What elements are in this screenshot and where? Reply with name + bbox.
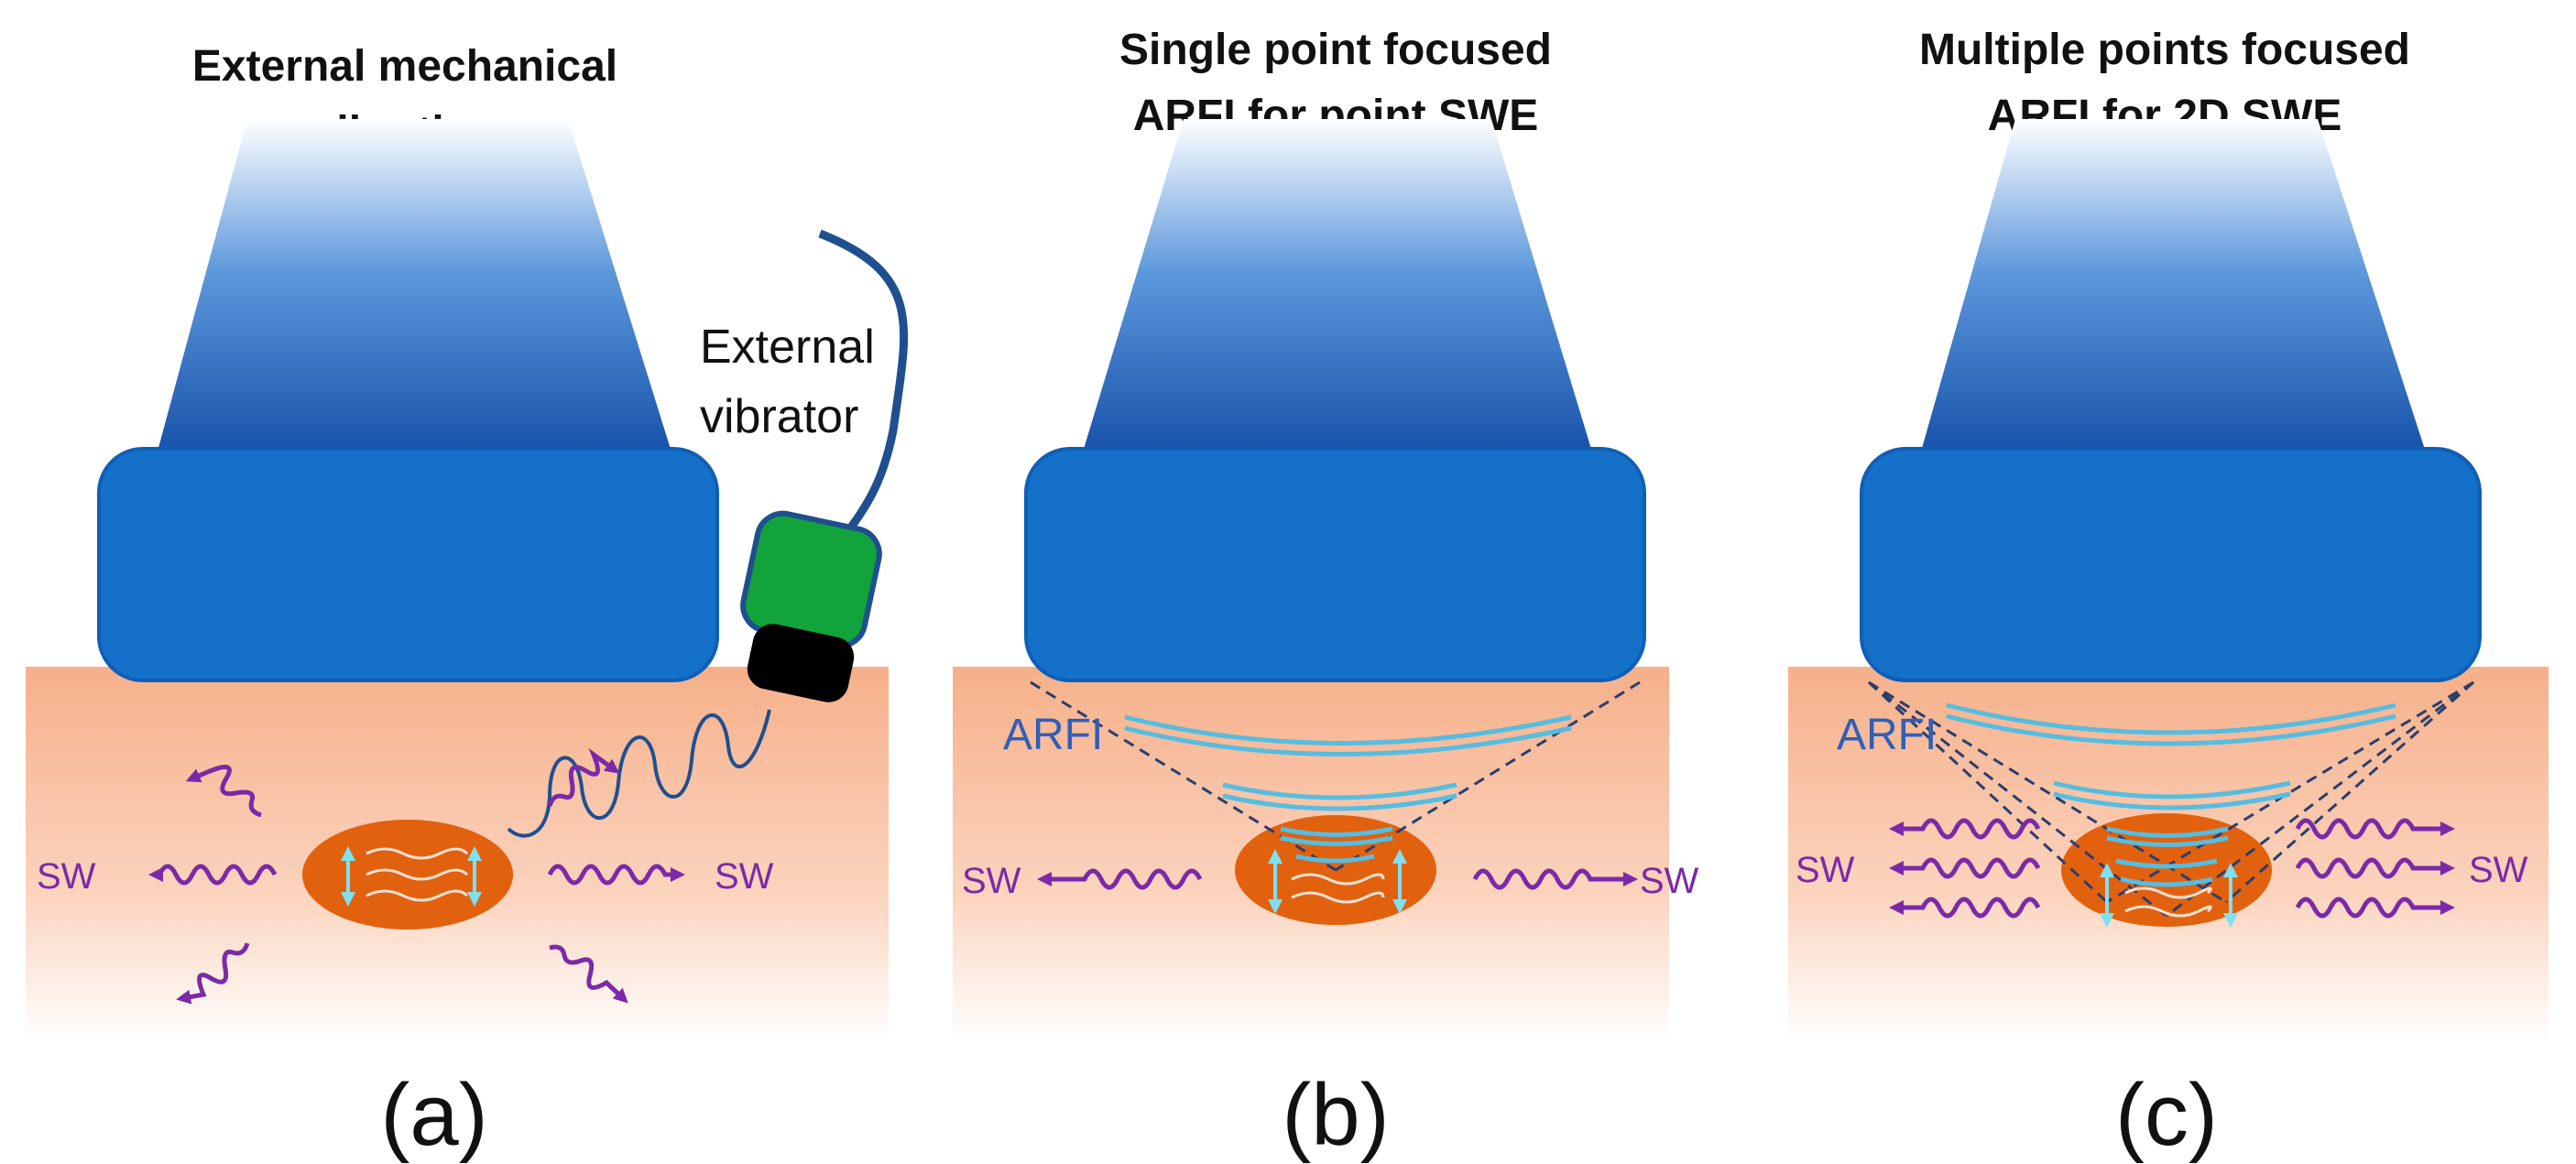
stiff-inclusion xyxy=(2061,813,2272,927)
panel-a-label: (a) xyxy=(380,1066,487,1164)
sw-label: SW xyxy=(1796,850,1855,890)
vibrator-tip xyxy=(747,624,855,702)
sw-label: SW xyxy=(962,861,1021,901)
shear-wave-left xyxy=(147,864,278,886)
panel-b: Single point focused ARFI for point SWE … xyxy=(953,26,1699,1164)
panel-c-label: (c) xyxy=(2115,1066,2218,1164)
arfi-beam xyxy=(1946,702,2396,887)
panel-a-title-line-1: External mechanical xyxy=(192,42,617,91)
probe-body xyxy=(97,447,719,682)
stiff-inclusion xyxy=(302,820,513,930)
shear-wave-diagonal xyxy=(547,747,620,807)
sw-label: SW xyxy=(2469,850,2528,890)
panel-b-label: (b) xyxy=(1282,1066,1389,1164)
shear-waves-right xyxy=(2295,818,2456,919)
displacement-waves xyxy=(366,847,469,902)
sw-label: SW xyxy=(1640,861,1699,901)
sw-label: SW xyxy=(37,856,96,897)
displacement-waves xyxy=(1291,873,1385,904)
panel-c-title-line-1: Multiple points focused xyxy=(1919,26,2410,74)
probe-body xyxy=(1860,447,2482,682)
probe-neck xyxy=(156,119,673,458)
vibration-wave xyxy=(507,709,771,838)
panel-c: Multiple points focused ARFI for 2D SWE xyxy=(1788,26,2549,1164)
shear-wave-left xyxy=(1036,868,1203,890)
displacement-waves xyxy=(2124,887,2212,918)
shear-wave-diagonal xyxy=(549,944,628,1004)
vibrator-label-line-2: vibrator xyxy=(700,390,858,443)
shear-wave-diagonal xyxy=(185,765,262,818)
panel-b-title-line-1: Single point focused xyxy=(1119,26,1552,74)
shear-waves-left xyxy=(1888,818,2041,919)
arfi-label: ARFI xyxy=(1003,711,1103,759)
vibrator-label-line-1: External xyxy=(700,321,875,374)
arfi-label: ARFI xyxy=(1837,711,1937,759)
probe-neck xyxy=(1919,119,2428,458)
panel-a: External mechanical vibration External v… xyxy=(26,42,909,1164)
shear-wave-right xyxy=(1472,868,1639,890)
vibrator-cable xyxy=(818,229,909,543)
arfi-beam xyxy=(1124,714,1572,864)
probe-body xyxy=(1024,447,1646,682)
shear-wave-right xyxy=(547,864,686,886)
sw-label: SW xyxy=(715,856,774,897)
shear-wave-diagonal xyxy=(176,942,250,1005)
probe-neck xyxy=(1081,119,1594,458)
